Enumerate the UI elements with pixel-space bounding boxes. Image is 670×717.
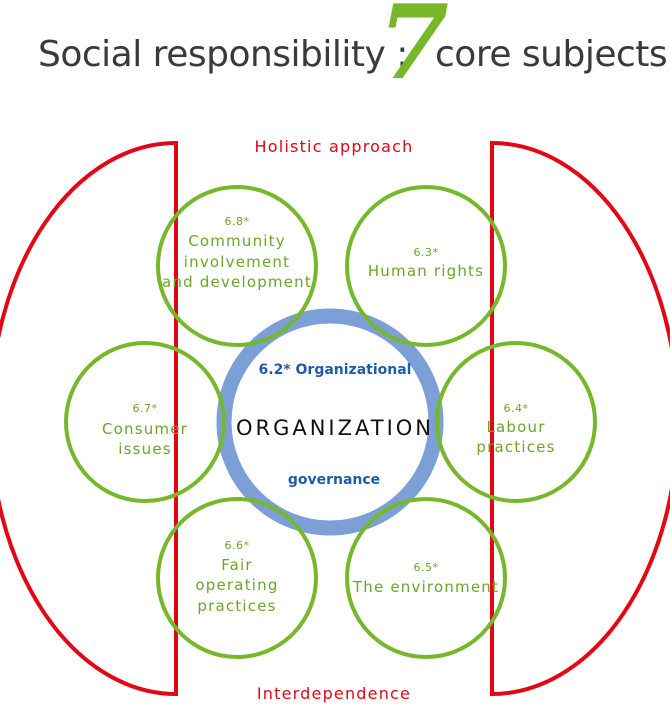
subject-label-community-2: involvement bbox=[184, 253, 290, 271]
subject-label-community-3: and development bbox=[162, 273, 312, 291]
subject-label-labour-2: practices bbox=[476, 438, 555, 456]
right-bracket bbox=[490, 140, 670, 697]
subject-number-environment: 6.5* bbox=[414, 561, 439, 574]
title-number: 7 bbox=[378, 0, 449, 103]
title-prefix: Social responsibility : bbox=[38, 34, 408, 75]
organization-label: ORGANIZATION bbox=[236, 416, 434, 440]
circle-consumer bbox=[64, 341, 226, 503]
holistic-approach-label: Holistic approach bbox=[255, 137, 414, 156]
subject-label-consumer-1: Consumer bbox=[102, 420, 188, 438]
subject-label-consumer-2: issues bbox=[118, 440, 172, 458]
title-suffix: core subjects bbox=[435, 34, 668, 75]
subject-label-fair-operating-2: operating bbox=[195, 576, 278, 594]
governance-label-line1: 6.2* Organizational bbox=[259, 362, 412, 378]
subject-label-community-1: Community bbox=[188, 232, 286, 250]
circle-human-rights bbox=[345, 185, 507, 347]
governance-label-line2: governance bbox=[288, 472, 380, 488]
subject-label-fair-operating-3: practices bbox=[197, 597, 276, 615]
circle-community bbox=[156, 185, 318, 347]
circle-labour bbox=[435, 341, 597, 503]
subject-number-human-rights: 6.3* bbox=[414, 246, 439, 259]
subject-number-consumer: 6.7* bbox=[133, 402, 158, 415]
subject-label-fair-operating-1: Fair bbox=[221, 556, 253, 574]
subject-number-community: 6.8* bbox=[225, 215, 250, 228]
subject-number-labour: 6.4* bbox=[504, 402, 529, 415]
circle-fair-operating bbox=[156, 497, 318, 659]
subject-label-human-rights: Human rights bbox=[368, 262, 484, 280]
subject-label-environment: The environment bbox=[352, 578, 499, 596]
subject-number-fair-operating: 6.6* bbox=[225, 539, 250, 552]
subject-circles bbox=[64, 185, 597, 659]
page-title: Social responsibility : 7 core subjects bbox=[0, 0, 670, 110]
circle-environment bbox=[345, 497, 507, 659]
interdependence-label: Interdependence bbox=[257, 684, 411, 703]
left-bracket bbox=[0, 140, 178, 697]
subject-label-labour-1: Labour bbox=[486, 418, 545, 436]
